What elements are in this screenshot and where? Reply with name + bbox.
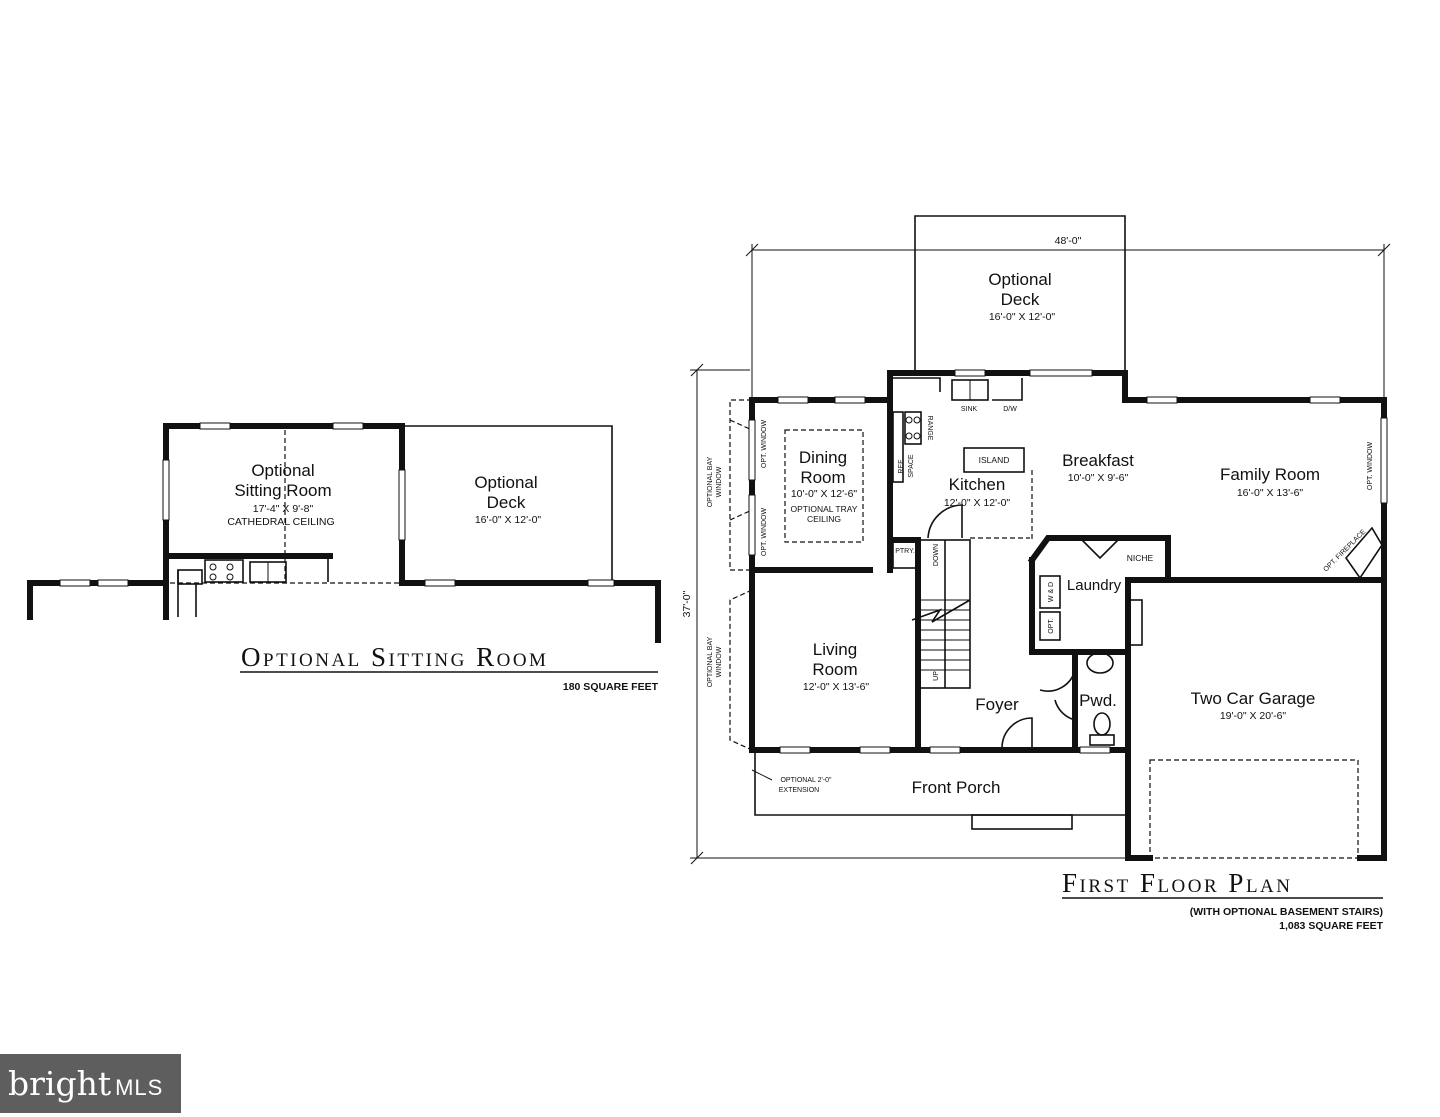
sitting-deck-dims: 16'-0" X 12'-0" (475, 514, 542, 526)
stair-treads (920, 599, 970, 671)
extension-label-2: EXTENSION (779, 787, 819, 794)
overall-width-label: 48'-0" (1055, 235, 1082, 247)
ref-label-2: SPACE (908, 454, 915, 478)
first-floor-title: First Floor Plan (1062, 868, 1293, 898)
family-dims: 16'-0" X 13'-6" (1237, 487, 1304, 499)
deck-name-1: Optional (988, 270, 1051, 289)
dining-name-1: Dining (799, 448, 847, 467)
sitting-plan-subtitle: 180 SQUARE FEET (563, 681, 659, 693)
sitting-room-name-2: Sitting Room (234, 481, 331, 500)
kitchen-name: Kitchen (949, 475, 1006, 494)
breakfast-dims: 10'-0" X 9'-6" (1068, 472, 1129, 484)
family-opt-window-label: OPT. WINDOW (1367, 441, 1374, 490)
porch-name: Front Porch (912, 778, 1001, 797)
deck-name-2: Deck (1001, 290, 1040, 309)
island-label: ISLAND (979, 455, 1010, 465)
living-name-1: Living (813, 640, 857, 659)
first-floor-subtitle-1: (WITH OPTIONAL BASEMENT STAIRS) (1190, 906, 1383, 918)
sitting-deck-name-1: Optional (474, 473, 537, 492)
kitchen-dims: 12'-0" X 12'-0" (944, 497, 1011, 509)
sitting-room-name-1: Optional (251, 461, 314, 480)
extension-label-1: OPTIONAL 2'-0" (780, 777, 832, 784)
deck-dims: 16'-0" X 12'-0" (989, 311, 1056, 323)
bay-window-label-2b: WINDOW (716, 646, 723, 677)
dining-opt-window-label-1: OPT. WINDOW (761, 419, 768, 468)
foyer-name: Foyer (975, 695, 1019, 714)
dining-note-2: CEILING (807, 514, 841, 524)
dining-note-1: OPTIONAL TRAY (791, 504, 858, 514)
dw-label: D/W (1003, 406, 1017, 413)
laundry-name: Laundry (1067, 577, 1122, 594)
breakfast-name: Breakfast (1062, 451, 1134, 470)
garage-name: Two Car Garage (1191, 689, 1316, 708)
bay-window-label-1a: OPTIONAL BAY (707, 456, 714, 507)
dining-dims: 10'-0" X 12'-6" (791, 488, 858, 500)
dining-name-2: Room (800, 468, 845, 487)
range-label: RANGE (926, 416, 933, 441)
sitting-room-plan: Optional Sitting Room 17'-4" X 9'-8" CAT… (27, 422, 661, 693)
ref-label-1: REF. (898, 458, 905, 473)
opt-fireplace-label: OPT. FIREPLACE (1323, 528, 1368, 573)
dining-opt-window-label-2: OPT. WINDOW (761, 507, 768, 556)
sitting-room-dims: 17'-4" X 9'-8" (253, 503, 314, 515)
powder-name: Pwd. (1079, 691, 1117, 710)
stairs-up-label: UP (933, 671, 940, 681)
sitting-plan-title: Optional Sitting Room (241, 642, 548, 672)
logo-brand-text: bright (8, 1064, 112, 1103)
bay-window-label-1b: OPTIONAL BAY (707, 636, 714, 687)
bay-window-label-2a: WINDOW (716, 466, 723, 497)
sitting-deck-name-2: Deck (487, 493, 526, 512)
garage-dims: 19'-0" X 20'-6" (1220, 710, 1287, 722)
niche-label: NICHE (1127, 553, 1154, 563)
living-name-2: Room (812, 660, 857, 679)
overall-depth-label: 37'-0" (681, 590, 693, 617)
stairs-down-label: DOWN (933, 544, 940, 566)
sink-label: SINK (961, 406, 978, 413)
living-dims: 12'-0" X 13'-6" (803, 681, 870, 693)
opt-label: OPT. (1048, 618, 1055, 634)
pantry-label: PTRY. (895, 548, 915, 555)
first-floor-subtitle-2: 1,083 SQUARE FEET (1279, 920, 1383, 932)
washer-dryer-label: W & D (1048, 582, 1055, 602)
sitting-room-note: CATHEDRAL CEILING (227, 516, 334, 528)
first-floor-plan: 48'-0" 37'-0" (681, 215, 1391, 932)
logo-mls-text: MLS (115, 1075, 164, 1100)
family-name: Family Room (1220, 465, 1320, 484)
